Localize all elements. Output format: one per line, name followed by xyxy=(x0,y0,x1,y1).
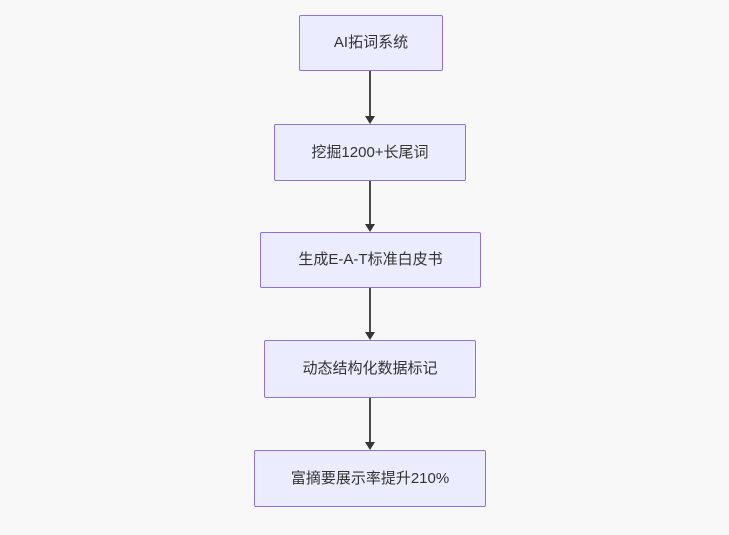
arrow-line xyxy=(369,181,371,224)
node-label: 挖掘1200+长尾词 xyxy=(311,143,429,161)
node-label: 生成E-A-T标准白皮书 xyxy=(298,251,443,268)
arrow-step3-to-step4 xyxy=(365,288,375,340)
flowchart-node-step-5: 富摘要展示率提升210% xyxy=(254,450,486,507)
flowchart-node-step-4: 动态结构化数据标记 xyxy=(264,340,476,398)
arrowhead-down-icon xyxy=(365,116,375,124)
arrow-step2-to-step3 xyxy=(365,181,375,232)
arrow-step4-to-step5 xyxy=(365,398,375,450)
flowchart-node-step-1: AI拓词系统 xyxy=(299,15,443,71)
flowchart-node-step-2: 挖掘1200+长尾词 xyxy=(274,124,466,181)
node-label: 富摘要展示率提升210% xyxy=(290,469,450,487)
arrow-line xyxy=(369,288,371,332)
arrow-step1-to-step2 xyxy=(365,71,375,124)
arrow-line xyxy=(369,398,371,442)
arrowhead-down-icon xyxy=(365,332,375,340)
arrow-line xyxy=(369,71,371,116)
arrowhead-down-icon xyxy=(365,224,375,232)
node-label: 动态结构化数据标记 xyxy=(302,360,438,377)
arrowhead-down-icon xyxy=(365,442,375,450)
node-label: AI拓词系统 xyxy=(333,34,409,51)
flowchart-node-step-3: 生成E-A-T标准白皮书 xyxy=(260,232,481,288)
